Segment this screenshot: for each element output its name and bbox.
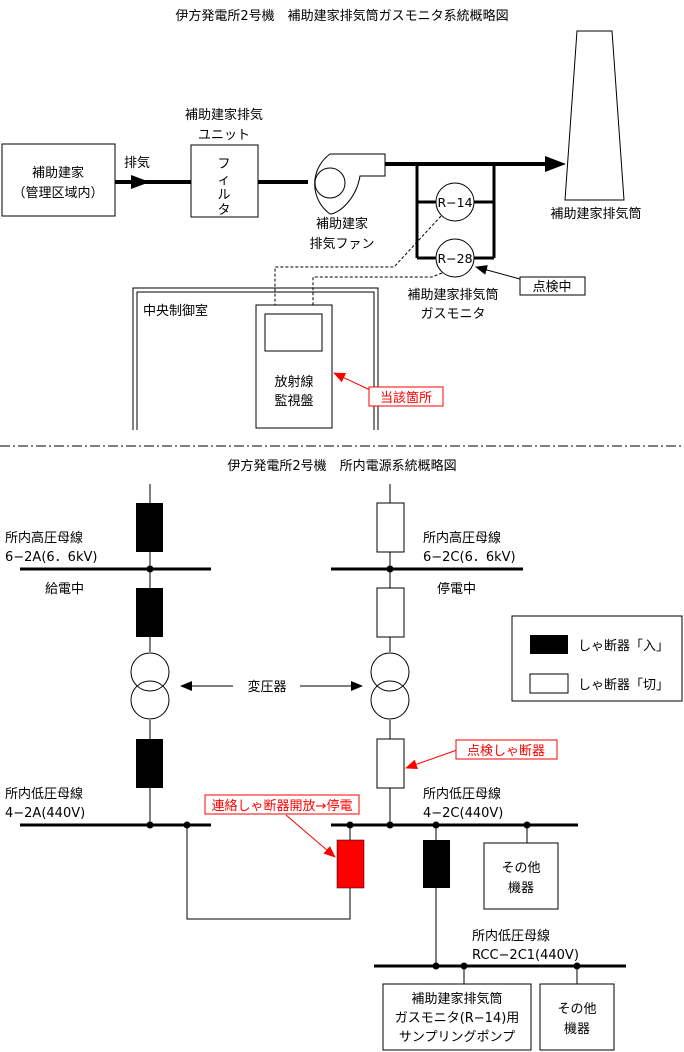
inspection-callout-box (519, 276, 586, 296)
monitor-r28-label: R−28 (437, 251, 472, 266)
radiation-monitor-panel[interactable]: 放射線 監視盤 (255, 304, 333, 429)
panel-screen (264, 313, 323, 352)
exhaust-stack (564, 30, 625, 201)
exhaust-fan-icon (314, 153, 386, 215)
legend-open-swatch (529, 673, 569, 694)
control-room-frame (132, 287, 379, 430)
bus-6-2c-label-2: 6−2C(6．6kV) (423, 550, 516, 565)
transformer-label: 変圧器 (247, 679, 286, 695)
exhaust-unit-label-2: ユニット (198, 128, 250, 143)
location-callout: 当該箇所 (380, 390, 432, 406)
tie-breaker[interactable] (336, 839, 365, 889)
exhaust-unit-label-1: 補助建家排気 (185, 107, 263, 123)
bus-4-2a-label-2: 4−2A(440V) (5, 806, 85, 821)
signal-lines (274, 215, 443, 305)
pump-label-1: 補助建家排気筒 (411, 991, 502, 1007)
panel-label-2: 監視盤 (274, 393, 313, 409)
filter-char-4: タ (217, 203, 230, 218)
aux-building-box: 補助建家 （管理区域内） (1, 143, 116, 217)
gas-monitor-label-2: ガスモニタ (420, 307, 485, 322)
junction (432, 962, 440, 970)
inspection-arrow (475, 265, 521, 280)
other-eq-2-label-1: その他 (557, 1002, 596, 1017)
control-room-label: 中央制御室 (143, 303, 208, 319)
junction (386, 821, 394, 829)
legend-closed-swatch (530, 635, 568, 654)
location-arrow (333, 372, 371, 391)
stack-arrow-head (545, 156, 566, 172)
tie-breaker-arrow (285, 814, 336, 858)
inspection-breaker-arrow (405, 749, 458, 770)
bus-4-2a-label-1: 所内低圧母線 (5, 786, 83, 802)
fan-label-2: 排気ファン (309, 236, 374, 252)
exhaust-label: 排気 (124, 155, 150, 171)
sampling-pump-box: 補助建家排気筒 ガスモニタ(R−14)用 サンプリングポンプ (382, 983, 532, 1051)
gas-monitor-label-1: 補助建家排気筒 (407, 287, 498, 303)
fan-label-1: 補助建家 (316, 216, 368, 232)
filter-char-2: ィ (217, 173, 230, 188)
bus-4-2c-label-2: 4−2C(440V) (423, 806, 503, 821)
other-eq-1-label-1: その他 (501, 861, 540, 876)
breaker-4-2a-incoming[interactable] (136, 739, 163, 788)
bus-rcc-2c1-label-2: RCC−2C1(440V) (472, 948, 579, 963)
panel-label-1: 放射線 (274, 374, 313, 390)
filter-box: フ ィ ル タ (190, 144, 259, 218)
other-eq-2-label-2: 機器 (564, 1022, 590, 1037)
top-diagram-title: 伊方発電所2号機 補助建家排気筒ガスモニタ系統概略図 (175, 8, 508, 24)
bus-6-2a-status: 給電中 (45, 582, 84, 597)
monitor-r14-label: R−14 (437, 195, 472, 210)
breaker-rcc-2c1-feeder[interactable] (423, 840, 450, 888)
breaker-6-2c-lower[interactable] (376, 587, 405, 638)
legend: しゃ断器「入」 しゃ断器「切」 (511, 615, 683, 702)
other-equipment-1: その他 機器 (483, 842, 559, 910)
other-equipment-2: その他 機器 (539, 983, 615, 1051)
legend-open-label: しゃ断器「切」 (578, 678, 669, 693)
aux-building-label-1: 補助建家 (32, 165, 84, 181)
bus-6-2a-label-2: 6−2A(6．6kV) (5, 550, 97, 565)
filter-char-1: フ (217, 157, 230, 172)
stack-label: 補助建家排気筒 (550, 206, 641, 222)
bus-6-2c-label-1: 所内高圧母線 (423, 530, 501, 546)
junction (146, 565, 154, 573)
bus-6-2c-status: 停電中 (437, 581, 476, 597)
bus-6-2a-label-1: 所内高圧母線 (5, 530, 83, 546)
other-eq-1-label-2: 機器 (508, 881, 534, 896)
pump-label-3: サンプリングポンプ (399, 1030, 515, 1045)
transformer-a-icon (130, 652, 170, 720)
junction (386, 565, 394, 573)
inspection-callout: 点検中 (532, 280, 571, 295)
breaker-4-2c-incoming[interactable] (376, 738, 405, 789)
transformer-c-icon (370, 652, 410, 720)
monitor-r14[interactable]: R−14 (435, 182, 475, 222)
bus-rcc-2c1-label-1: 所内低圧母線 (472, 928, 550, 944)
bottom-diagram-title: 伊方発電所2号機 所内電源系統概略図 (227, 458, 456, 474)
tie-line (186, 825, 351, 920)
breaker-6-2c-upper[interactable] (376, 502, 405, 553)
inspection-breaker-callout: 点検しゃ断器 (467, 744, 545, 759)
monitor-r28[interactable]: R−28 (435, 238, 475, 278)
tie-breaker-callout: 連絡しゃ断器開放→停電 (212, 798, 353, 814)
exhaust-arrow-head (131, 175, 150, 189)
junction (146, 821, 154, 829)
inspection-breaker-callout-box (455, 739, 558, 760)
aux-building-label-2: （管理区域内） (12, 185, 103, 201)
filter-char-3: ル (217, 188, 230, 203)
bus-4-2c-label-1: 所内低圧母線 (423, 786, 501, 802)
tie-breaker-callout-box (204, 794, 360, 815)
legend-closed-label: しゃ断器「入」 (578, 639, 669, 654)
breaker-6-2a-lower[interactable] (136, 588, 163, 637)
location-callout-box (368, 386, 444, 407)
breaker-6-2a-upper[interactable] (136, 503, 163, 552)
pump-label-2: ガスモニタ(R−14)用 (395, 1011, 520, 1026)
